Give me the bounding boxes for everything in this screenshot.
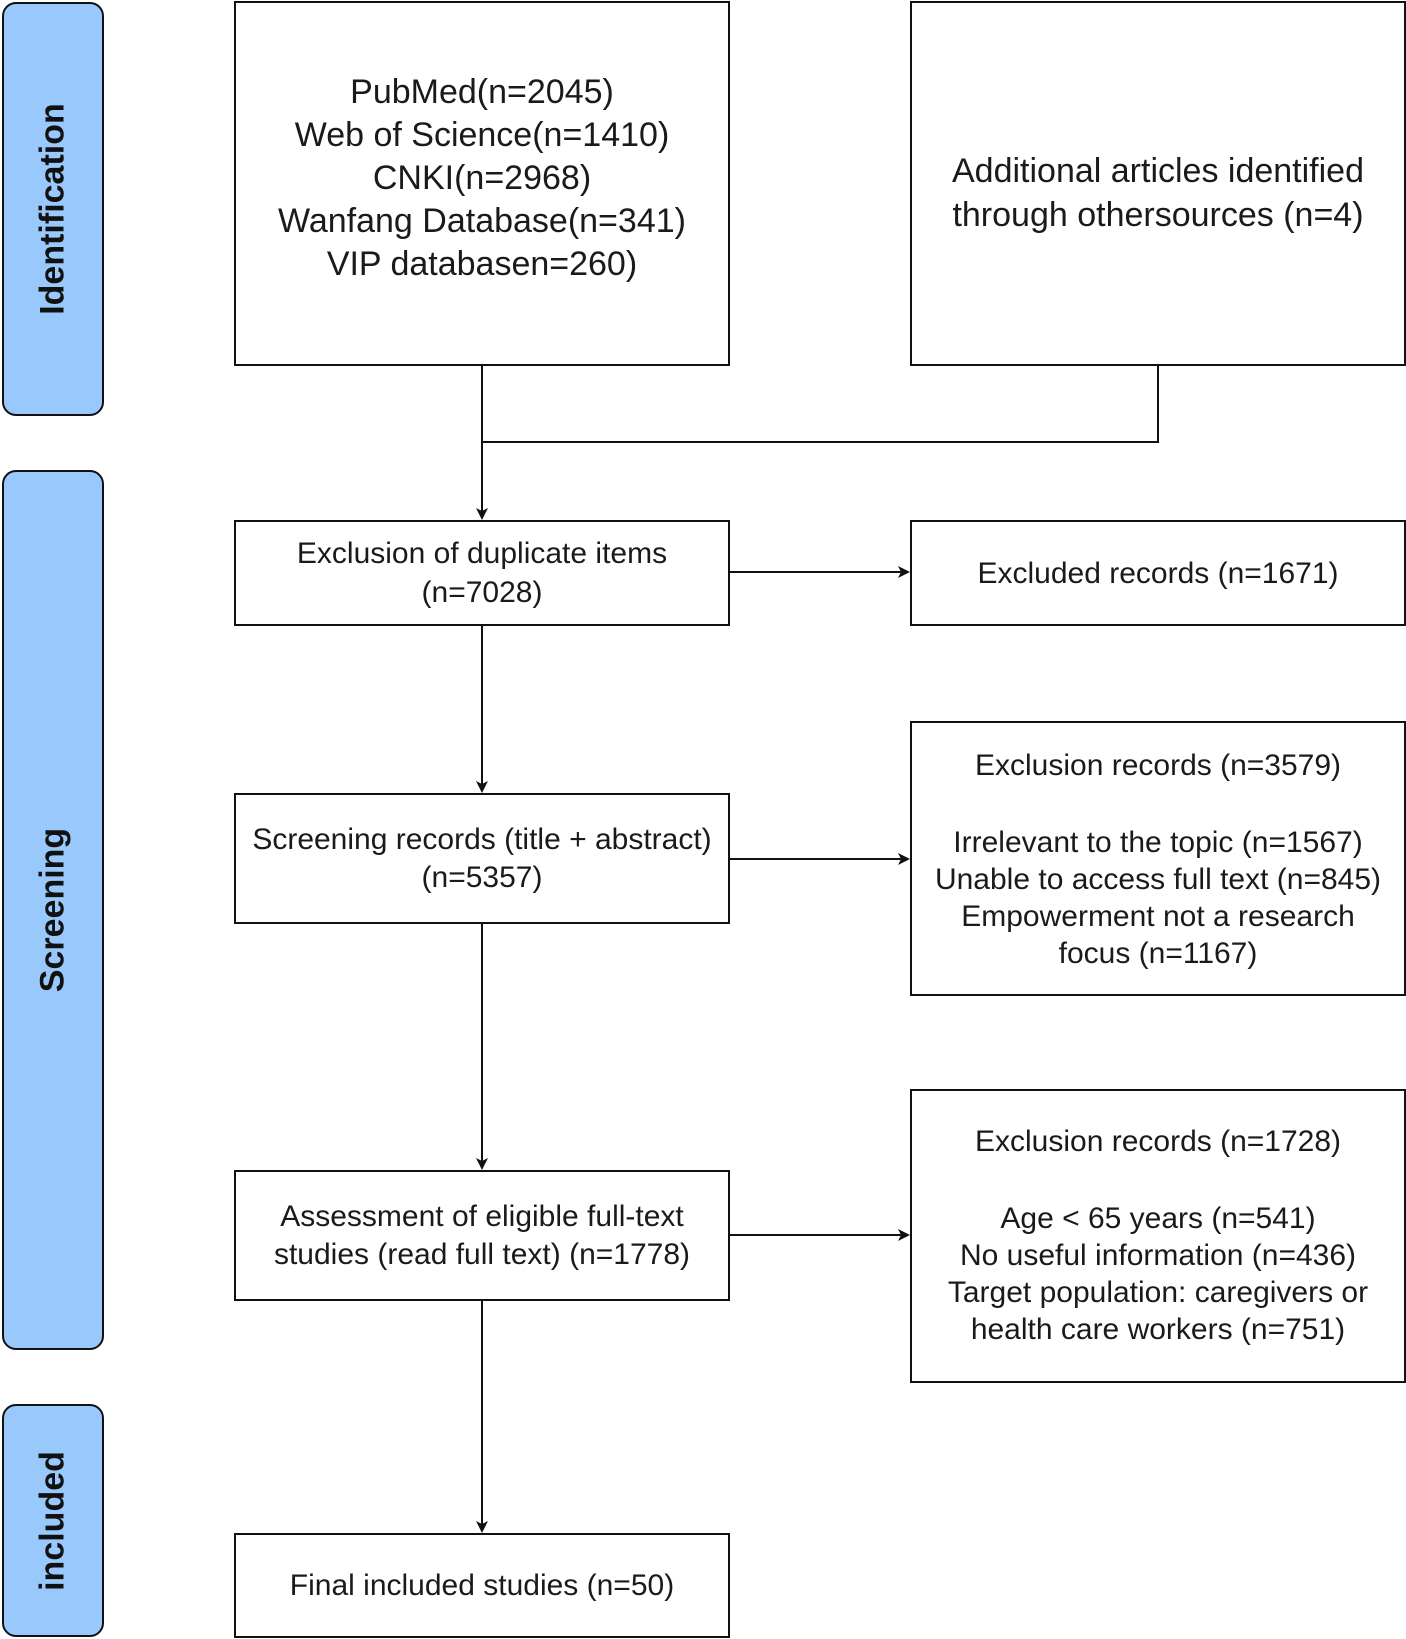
- stage-screening-label: Screening: [33, 827, 72, 993]
- dedup-count: (n=7028): [421, 576, 543, 609]
- eligibility-line-1: Assessment of eligible full-text: [280, 1199, 684, 1233]
- excluded-screen-header: Exclusion records (n=3579): [974, 749, 1342, 782]
- excluded-dup-box: Excluded records (n=1671): [910, 520, 1406, 626]
- stage-identification: Identification: [2, 2, 104, 416]
- excluded-full-reason-3a: Target population: caregivers or: [947, 1276, 1369, 1309]
- source-cnki: CNKI(n=2968): [372, 159, 592, 197]
- stage-screening: Screening: [2, 470, 104, 1350]
- stage-included-label: included: [33, 1450, 72, 1591]
- final-text: Final included studies (n=50): [289, 1569, 675, 1602]
- eligibility-line-2: studies (read full text) (n=1778): [273, 1237, 691, 1271]
- dedup-label: Exclusion of duplicate items: [296, 537, 668, 570]
- screening-box: Screening records (title + abstract) (n=…: [234, 793, 730, 924]
- excluded-screen-box: Exclusion records (n=3579) Irrelevant to…: [910, 721, 1406, 996]
- dedup-box: Exclusion of duplicate items (n=7028): [234, 520, 730, 626]
- screening-label: Screening records (title + abstract): [252, 822, 712, 856]
- additional-line-1: Additional articles identified: [951, 152, 1365, 190]
- additional-line-2: through othersources (n=4): [952, 196, 1364, 234]
- source-wanfang: Wanfang Database(n=341): [278, 202, 686, 240]
- final-box: Final included studies (n=50): [234, 1533, 730, 1638]
- excluded-full-reason-3b: health care workers (n=751): [970, 1313, 1346, 1346]
- source-pubmed: PubMed(n=2045): [350, 73, 614, 111]
- excluded-full-header: Exclusion records (n=1728): [974, 1125, 1342, 1158]
- additional-box: Additional articles identified through o…: [910, 1, 1406, 366]
- excluded-screen-reason-3a: Empowerment not a research: [961, 900, 1355, 933]
- excluded-screen-reason-2: Unable to access full text (n=845): [934, 863, 1382, 896]
- stage-identification-label: Identification: [33, 103, 72, 315]
- sources-box: PubMed(n=2045) Web of Science(n=1410) CN…: [234, 1, 730, 366]
- excluded-screen-reason-1: Irrelevant to the topic (n=1567): [953, 826, 1363, 859]
- eligibility-box: Assessment of eligible full-text studies…: [234, 1170, 730, 1301]
- screening-count: (n=5357): [421, 860, 543, 894]
- stage-included: included: [2, 1404, 104, 1637]
- excluded-full-reason-1: Age < 65 years (n=541): [1000, 1202, 1316, 1235]
- excluded-full-box: Exclusion records (n=1728) Age < 65 year…: [910, 1089, 1406, 1383]
- excluded-screen-reason-3b: focus (n=1167): [1058, 937, 1258, 970]
- excluded-dup-text: Excluded records (n=1671): [977, 556, 1339, 590]
- excluded-full-reason-2: No useful information (n=436): [959, 1239, 1357, 1272]
- source-web-of-science: Web of Science(n=1410): [294, 116, 670, 154]
- source-vip: VIP databasen=260): [326, 245, 638, 283]
